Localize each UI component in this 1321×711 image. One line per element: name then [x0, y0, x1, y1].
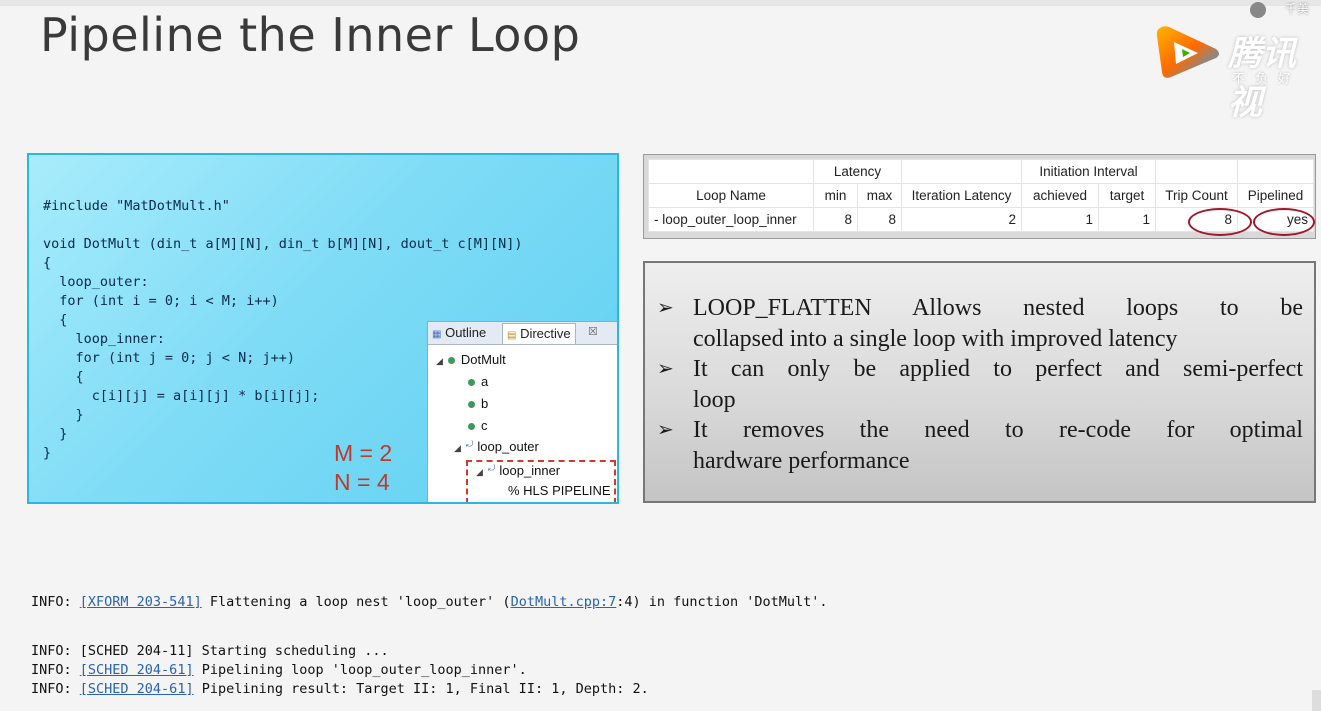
message-link[interactable]: [SCHED 204-61]: [79, 662, 194, 678]
console-line: INFO: [SCHED 204-61] Pipelining result: …: [31, 681, 649, 697]
header-loop-name: Loop Name: [648, 183, 814, 208]
code-line: for (int i = 0; i < M; i++): [43, 293, 279, 309]
code-line: {: [43, 255, 52, 271]
function-icon: [447, 357, 455, 365]
arrow-bullet-icon: ➢: [657, 419, 674, 441]
table-group-header: Latency Initiation Interval: [648, 159, 1315, 184]
video-logo-icon: [1156, 26, 1219, 78]
header-iteration-latency: Iteration Latency: [901, 183, 1023, 208]
code-line: }: [43, 445, 52, 461]
header-initiation-interval: Initiation Interval: [1021, 159, 1157, 184]
tree-item-c[interactable]: c: [468, 418, 488, 433]
loop-icon: ⤾: [487, 463, 496, 473]
console-line: INFO: [SCHED 204-61] Pipelining loop 'lo…: [31, 662, 527, 678]
expand-triangle-icon[interactable]: ◢: [476, 467, 483, 477]
outline-directive-view: ▦ Outline ▤ Directive ☒ ◢DotMult a b c ◢…: [427, 321, 617, 502]
tree-item-b[interactable]: b: [468, 396, 488, 411]
tab-outline[interactable]: ▦ Outline: [432, 325, 487, 340]
m-value: M = 2: [334, 440, 393, 466]
header-target: target: [1098, 183, 1157, 208]
console-line: INFO: [SCHED 204-11] Starting scheduling…: [31, 643, 389, 659]
bullet-line: It removes the need to re-code for optim…: [693, 417, 1303, 443]
bullet-item: ➢ It removes the need to re-code for opt…: [657, 415, 1303, 477]
header-trip-count: Trip Count: [1155, 183, 1239, 208]
top-bar: [0, 0, 1321, 6]
trip-count-highlight: [1188, 208, 1252, 236]
cell-min: 8: [813, 207, 858, 232]
code-line: }: [43, 407, 84, 423]
cell-loop-name: - loop_outer_loop_inner: [648, 207, 814, 232]
bullet-item: ➢ LOOP_FLATTEN Allows nested loops to be…: [657, 293, 1303, 355]
cell-max: 8: [856, 207, 903, 232]
table-header-row: Loop Name min max Iteration Latency achi…: [648, 183, 1315, 208]
cell-iteration-latency: 2: [901, 207, 1023, 232]
bullet-line: hardware performance: [693, 448, 910, 474]
variable-icon: [468, 379, 475, 387]
n-value: N = 4: [334, 469, 390, 495]
view-tabs: ▦ Outline ▤ Directive ☒: [428, 322, 617, 345]
tree-item-loop-inner[interactable]: ◢⤾loop_inner: [476, 463, 561, 478]
header-max: max: [856, 183, 903, 208]
code-line: void DotMult (din_t a[M][N], din_t b[M][…: [43, 236, 523, 252]
header-achieved: achieved: [1021, 183, 1100, 208]
outline-tab-icon: ▦: [432, 329, 442, 340]
code-line: {: [43, 312, 68, 328]
loop-icon: ⤾: [465, 439, 474, 449]
code-line: for (int j = 0; j < N; j++): [43, 350, 295, 366]
code-listing: #include "MatDotMult.h" void DotMult (din…: [43, 197, 523, 463]
code-line: loop_outer:: [43, 274, 149, 290]
watermark-slogan: 不负好: [1232, 72, 1302, 87]
pipeline-highlight-box: ◢⤾loop_inner % HLS PIPELINE: [466, 460, 616, 502]
cell-target: 1: [1098, 207, 1157, 232]
bullet-box: ➢ LOOP_FLATTEN Allows nested loops to be…: [643, 261, 1316, 503]
header-min: min: [813, 183, 858, 208]
code-line: loop_inner:: [43, 331, 165, 347]
tab-directive[interactable]: ▤ Directive: [502, 323, 576, 344]
tree-item-a[interactable]: a: [468, 374, 488, 389]
code-line: {: [43, 369, 84, 385]
variable-icon: [468, 423, 475, 431]
code-line: c[i][j] = a[i][j] * b[i][j];: [43, 388, 320, 404]
directive-tab-icon: ▤: [507, 330, 517, 341]
expand-triangle-icon[interactable]: ◢: [454, 443, 461, 453]
code-line: }: [43, 426, 68, 442]
bullet-item: ➢ It can only be applied to perfect and …: [657, 354, 1303, 416]
cell-achieved: 1: [1021, 207, 1100, 232]
bullet-line: loop: [693, 387, 736, 413]
close-icon[interactable]: ☒: [588, 326, 598, 338]
tree-item-hls-pipeline[interactable]: % HLS PIPELINE: [508, 483, 611, 498]
console-log: INFO: [XFORM 203-541] Flattening a loop …: [31, 594, 828, 697]
header-pipelined: Pipelined: [1237, 183, 1315, 208]
watermark-brand: 腾讯视: [1228, 34, 1296, 123]
bullet-line: collapsed into a single loop with improv…: [693, 326, 1178, 352]
bullet-line: It can only be applied to perfect and se…: [693, 356, 1303, 382]
scroll-corner: [1312, 690, 1321, 711]
tree-item-loop-outer[interactable]: ◢⤾loop_outer: [454, 439, 539, 454]
code-panel: #include "MatDotMult.h" void DotMult (din…: [27, 153, 619, 504]
source-link[interactable]: DotMult.cpp:7: [510, 594, 617, 610]
bullet-line: LOOP_FLATTEN Allows nested loops to be: [693, 295, 1303, 321]
code-line: [43, 216, 523, 235]
arrow-bullet-icon: ➢: [657, 297, 674, 319]
arrow-bullet-icon: ➢: [657, 358, 674, 380]
message-link[interactable]: [XFORM 203-541]: [79, 594, 202, 610]
variable-icon: [468, 401, 475, 409]
avatar: [1250, 2, 1266, 18]
console-line: INFO: [XFORM 203-541] Flattening a loop …: [31, 594, 828, 610]
header-latency: Latency: [812, 159, 903, 184]
expand-triangle-icon[interactable]: ◢: [436, 356, 443, 366]
loop-bounds: M = 2 N = 4: [334, 439, 392, 497]
slide-title: Pipeline the Inner Loop: [40, 8, 581, 62]
tree-item-dotmult[interactable]: ◢DotMult: [436, 352, 506, 367]
message-link[interactable]: [SCHED 204-61]: [79, 681, 194, 697]
code-line: #include "MatDotMult.h": [43, 198, 230, 214]
pipelined-highlight: [1253, 208, 1315, 236]
corner-badge: 千美: [1285, 2, 1310, 16]
